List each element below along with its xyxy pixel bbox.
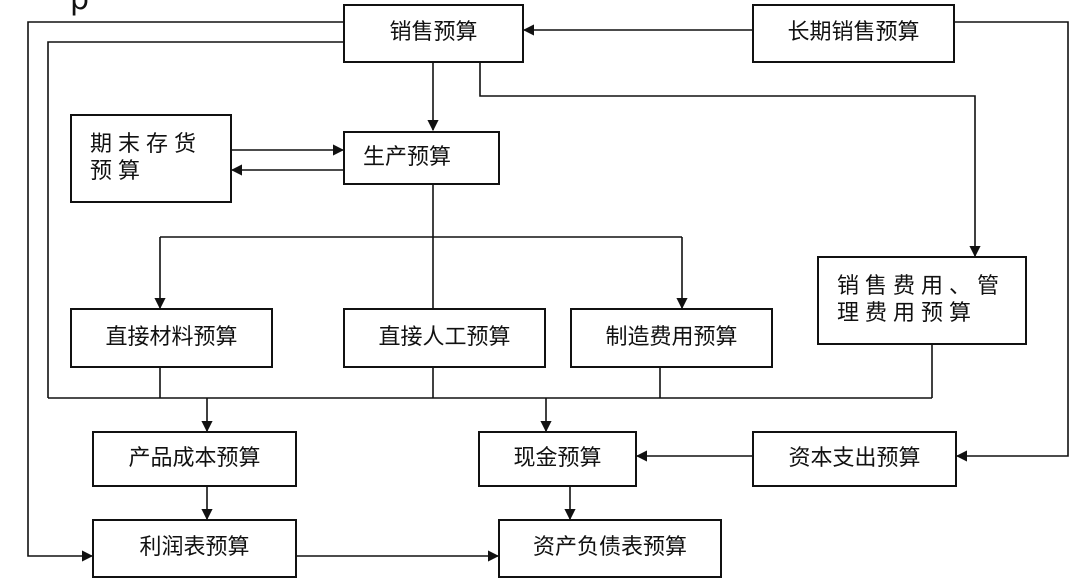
income-statement-budget-node: 利润表预算: [92, 519, 297, 578]
arrow-sales-to-expenses: [479, 63, 981, 258]
capital-expenditure-budget-label: 资本支出预算: [788, 445, 921, 471]
direct-materials-budget-label: 直接材料预算: [105, 324, 238, 350]
selling-admin-expense-budget-node: 销售费用、管 理费用预算: [817, 256, 1027, 345]
balance-sheet-budget-node: 资产负债表预算: [498, 519, 722, 578]
income-statement-budget-label: 利润表预算: [139, 535, 250, 561]
ending-inventory-label-line2: 预算: [90, 158, 147, 184]
production-budget-label: 生产预算: [363, 144, 452, 170]
manufacturing-overhead-budget-node: 制造费用预算: [570, 308, 773, 368]
line-sales-to-bus: [47, 41, 343, 398]
long-term-sales-budget-node: 长期销售预算: [752, 4, 955, 63]
arrow-longterm-to-capex: [955, 21, 1069, 462]
ending-inventory-label-line1: 期末存货: [90, 132, 203, 158]
product-cost-budget-label: 产品成本预算: [128, 445, 261, 471]
selling-admin-label-line1: 销售费用、管: [837, 274, 1006, 300]
selling-admin-label-line2: 理费用预算: [837, 300, 978, 326]
long-term-sales-budget-label: 长期销售预算: [787, 20, 920, 46]
sales-budget-label: 销售预算: [389, 20, 478, 46]
arrow-sales-to-income: [27, 21, 343, 562]
sales-budget-node: 销售预算: [343, 4, 524, 63]
production-budget-node: 生产预算: [343, 131, 500, 185]
manufacturing-overhead-budget-label: 制造费用预算: [605, 324, 738, 350]
capital-expenditure-budget-node: 资本支出预算: [752, 431, 957, 487]
corner-text-fragment: p: [70, 0, 89, 17]
direct-labor-budget-node: 直接人工预算: [343, 308, 546, 368]
direct-labor-budget-label: 直接人工预算: [378, 324, 511, 350]
direct-materials-budget-node: 直接材料预算: [70, 308, 273, 368]
product-cost-budget-node: 产品成本预算: [92, 431, 297, 487]
ending-inventory-budget-node: 期末存货 预算: [70, 114, 232, 203]
balance-sheet-budget-label: 资产负债表预算: [532, 535, 687, 561]
cash-budget-label: 现金预算: [513, 445, 602, 471]
cash-budget-node: 现金预算: [478, 431, 637, 487]
